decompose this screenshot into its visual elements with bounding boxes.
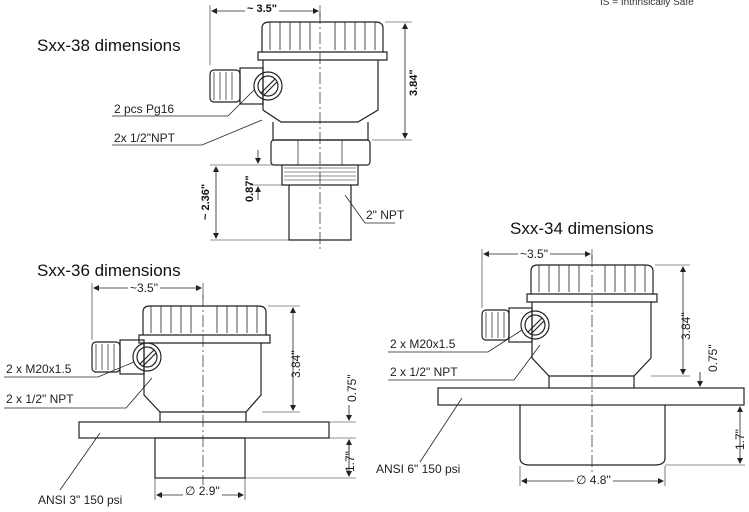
- sxx38-gland: [209, 69, 241, 103]
- sxx34-drawing: [388, 249, 745, 486]
- sxx34-diameter-dim: ∅ 4.8": [574, 473, 613, 487]
- sxx36-drawing: [4, 283, 356, 500]
- sxx38-cap: [261, 21, 384, 52]
- sxx34-thread-label: 2 x 1/2" NPT: [390, 365, 458, 379]
- sxx34-housing: [531, 302, 652, 377]
- sxx38-gland-label: 2 pcs Pg16: [114, 102, 175, 116]
- sxx36-height-dim: 3.84": [289, 350, 303, 378]
- sxx38-height-dim: 3.84": [408, 69, 420, 96]
- sxx36-width-dim: ~3.5": [128, 281, 160, 295]
- sxx34-horn: [519, 405, 666, 466]
- sxx34-width-dim: ~3.5": [518, 247, 550, 261]
- sxx34-title: Sxx-34 dimensions: [510, 219, 654, 238]
- sxx36-flange: [78, 421, 330, 439]
- sxx36-gland-label: 2 x M20x1.5: [6, 362, 72, 376]
- sxx34-height-dim: 3.84": [679, 312, 693, 340]
- sxx36-cap: [142, 305, 267, 335]
- sxx36-diameter-dim: ∅ 2.9": [183, 484, 222, 498]
- sxx38-thread: [281, 165, 359, 186]
- sxx38-stem-dim: 0.87": [244, 175, 256, 202]
- sxx34-flange-dim: 0.75": [706, 344, 720, 372]
- sxx38-process-label: 2" NPT: [366, 208, 405, 222]
- sxx34-flange-label: ANSI 6" 150 psi: [376, 462, 461, 476]
- sxx38-overall-dim: ~ 2.36": [200, 183, 212, 220]
- sxx38-thread-label: 2x 1/2"NPT: [114, 131, 175, 145]
- sxx36-housing: [143, 343, 262, 413]
- sxx38-width-dim: ~ 3.5": [245, 3, 279, 15]
- sxx38-title: Sxx-38 dimensions: [37, 36, 181, 55]
- sxx34-horn-dim: 1.7": [733, 429, 747, 450]
- sxx34-gland-label: 2 x M20x1.5: [390, 337, 456, 351]
- sxx38-cap-ring: [257, 51, 388, 61]
- sxx34-cap: [530, 264, 654, 294]
- sxx36-thread-label: 2 x 1/2" NPT: [6, 392, 74, 406]
- header-note: IS = Intrinsically Safe: [600, 0, 694, 8]
- sxx38-drawing: [112, 5, 412, 250]
- sxx38-hex-nut: [270, 139, 371, 166]
- sxx36-horn-dim: 1.7": [343, 451, 357, 472]
- sxx36-plug: [132, 342, 162, 372]
- sxx38-plug: [253, 71, 283, 101]
- sxx36-flange-label: ANSI 3" 150 psi: [38, 493, 123, 507]
- sxx36-title: Sxx-36 dimensions: [37, 261, 181, 280]
- sxx36-flange-dim: 0.75": [345, 374, 359, 402]
- sxx38-housing: [262, 60, 379, 123]
- sxx36-horn: [154, 437, 246, 479]
- sxx34-plug: [520, 310, 550, 340]
- sxx34-flange: [437, 387, 745, 406]
